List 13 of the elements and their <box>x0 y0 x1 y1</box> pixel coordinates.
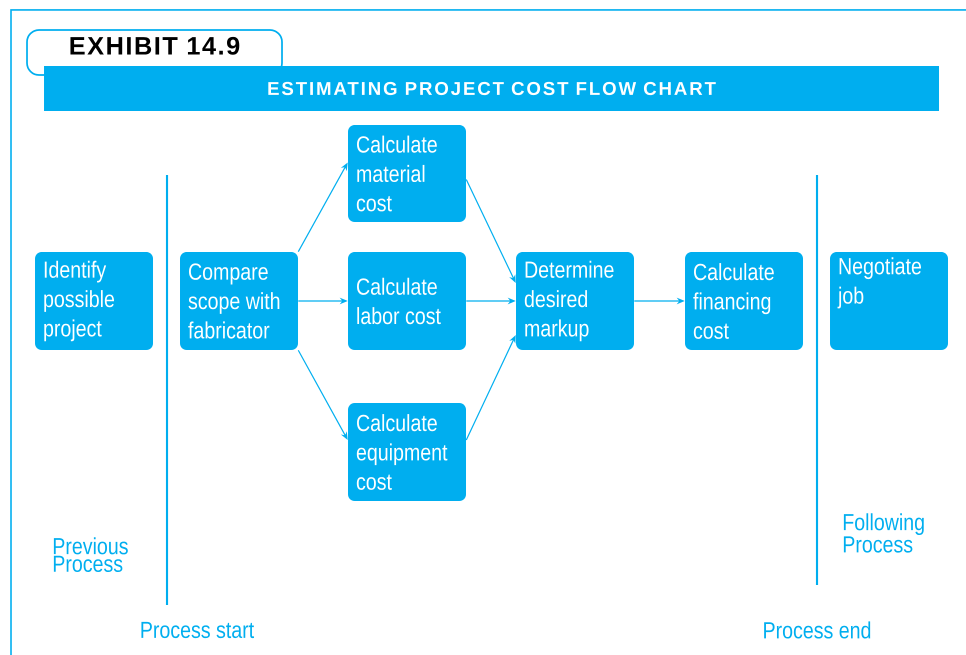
process-box: Calculate equipment cost <box>348 402 466 501</box>
process-box: Calculate material cost <box>348 125 466 222</box>
process-box: Compare scope with fabricator <box>180 252 298 350</box>
process-label: Following Process <box>844 513 924 553</box>
process-label: Process start <box>141 622 254 638</box>
process-label: Previous Process <box>54 537 128 572</box>
title-banner: ESTIMATING PROJECT COST FLOW CHART <box>44 66 939 111</box>
process-box: Negotiate job <box>830 252 948 350</box>
process-box: Identify possible project <box>35 252 153 350</box>
process-box: Determine desired markup <box>516 252 634 350</box>
process-label: Process end <box>764 621 870 639</box>
process-box: Calculate financing cost <box>685 252 803 350</box>
process-box: Calculate labor cost <box>348 252 466 350</box>
